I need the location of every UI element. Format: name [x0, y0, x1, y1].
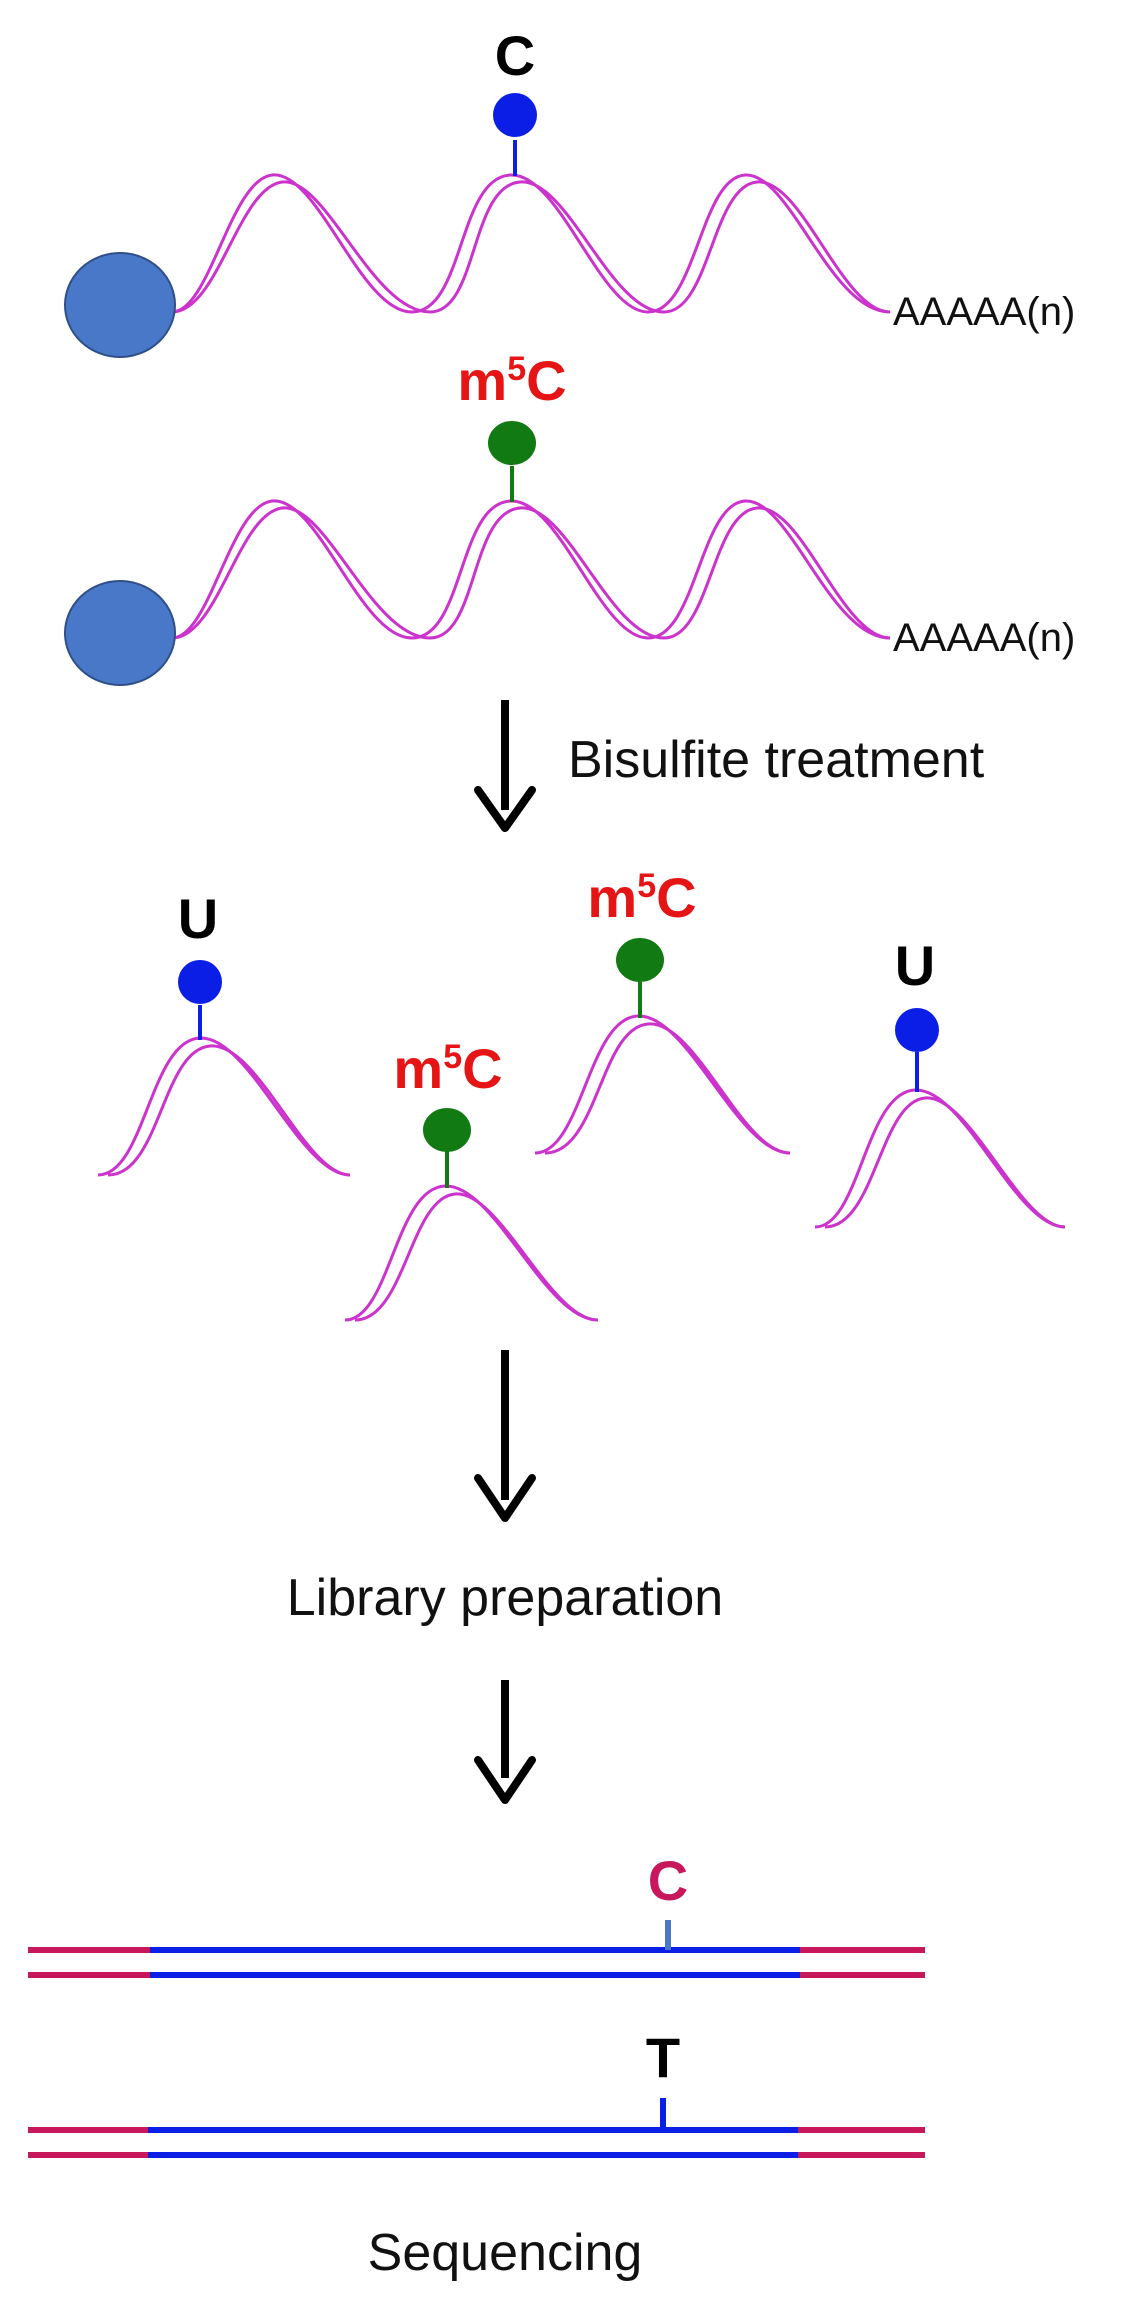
- fragment-1-u: U: [97, 887, 351, 1177]
- base-label-m5c: m5C: [457, 349, 566, 412]
- fragment-strand-outer: [814, 1088, 1066, 1229]
- rna-strand-outer: [171, 499, 891, 640]
- polya-tail-label: AAAAA(n): [893, 290, 1075, 334]
- sequencing-read-c: C: [28, 1849, 925, 1978]
- rna-molecule-unmethylated: C AAAAA(n): [64, 24, 1075, 358]
- label-m: m: [393, 1037, 443, 1100]
- fragment-strand-inner: [544, 1022, 791, 1155]
- fragment-label-u: U: [895, 934, 935, 997]
- step-label-bisulfite: Bisulfite treatment: [568, 731, 985, 789]
- polya-tail-label: AAAAA(n): [893, 616, 1075, 660]
- arrow-head: [474, 1756, 536, 1804]
- base-m5c: [616, 938, 664, 982]
- base-label-c: C: [495, 24, 535, 87]
- fragment-strand-inner: [107, 1044, 351, 1177]
- rna-molecule-methylated: m5C AAAAA(n): [64, 349, 1075, 686]
- fragment-strand-outer: [97, 1036, 351, 1177]
- label-c: C: [656, 866, 696, 929]
- base-m5c-methylated: [488, 421, 536, 465]
- fragment-strand-inner: [824, 1096, 1066, 1229]
- fragment-strand-inner: [354, 1192, 599, 1322]
- fragment-4-u: U: [814, 934, 1066, 1229]
- fragment-label-u: U: [178, 887, 218, 950]
- mrna-cap: [64, 252, 176, 358]
- label-m: m: [457, 349, 507, 412]
- step-label-sequencing: Sequencing: [368, 2224, 643, 2282]
- base-u: [895, 1008, 939, 1052]
- fragment-label-m5c: m5C: [393, 1037, 502, 1100]
- label-m: m: [587, 866, 637, 929]
- arrow-head: [474, 1474, 536, 1522]
- label-superscript: 5: [637, 867, 656, 905]
- read-label-c: C: [648, 1849, 688, 1912]
- base-c-unmodified: [493, 93, 537, 137]
- read-label-t: T: [646, 2026, 680, 2089]
- step-label-library: Library preparation: [287, 1569, 723, 1627]
- step-library-preparation: Library preparation: [287, 1350, 723, 1627]
- label-c: C: [526, 349, 566, 412]
- label-superscript: 5: [443, 1038, 462, 1076]
- fragment-2-m5c: m5C: [344, 1037, 599, 1322]
- rna-strand-inner: [171, 180, 891, 314]
- rna-strand-outer: [171, 173, 891, 314]
- label-c: C: [462, 1037, 502, 1100]
- arrow-head: [474, 786, 536, 832]
- fragment-3-m5c: m5C: [534, 866, 791, 1155]
- arrow-to-sequencing: [474, 1680, 536, 1804]
- mrna-cap: [64, 580, 176, 686]
- rna-strand-inner: [171, 506, 891, 640]
- step-bisulfite: Bisulfite treatment: [474, 700, 985, 832]
- sequencing-read-t: T: [28, 2026, 925, 2158]
- fragment-label-m5c: m5C: [587, 866, 696, 929]
- label-superscript: 5: [507, 350, 526, 388]
- base-u: [178, 960, 222, 1004]
- base-m5c: [423, 1108, 471, 1152]
- fragment-strand-outer: [534, 1014, 791, 1155]
